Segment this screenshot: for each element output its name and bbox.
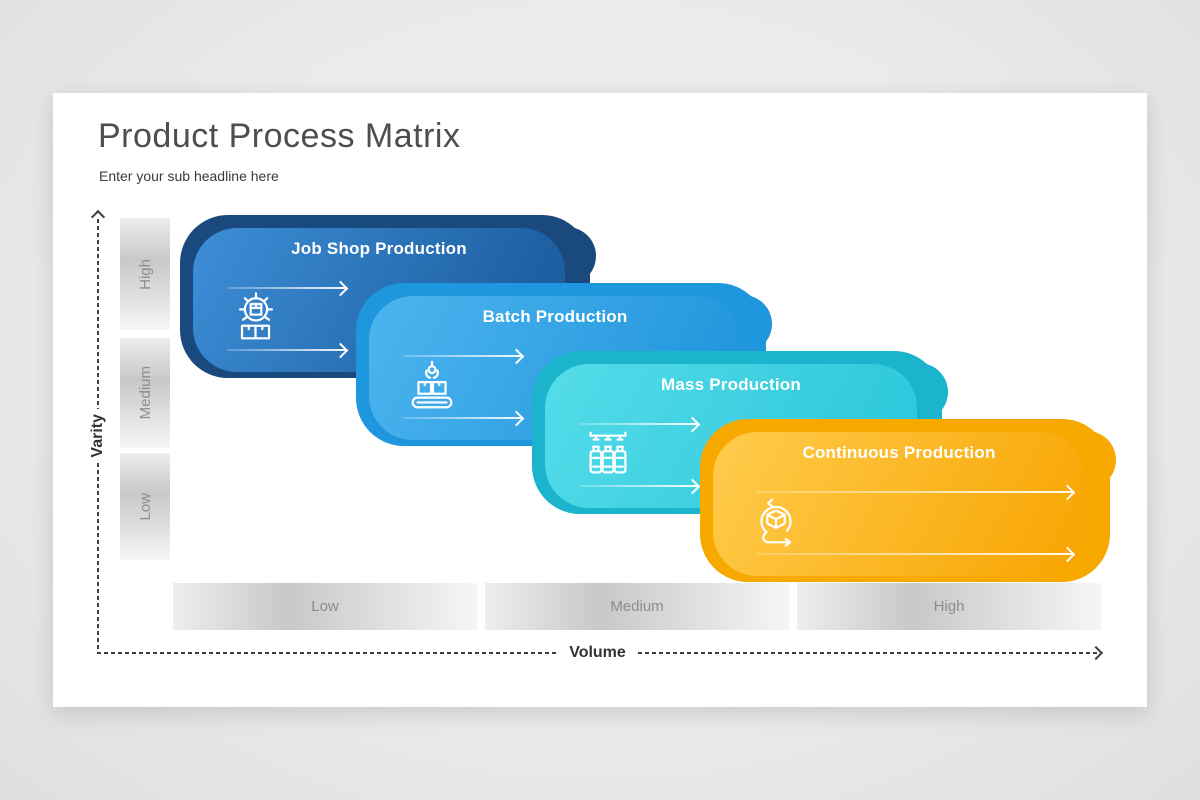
card-front-shape: Continuous Production bbox=[713, 432, 1085, 576]
flow-arrow-icon bbox=[403, 417, 521, 419]
arrow-up-icon bbox=[90, 209, 106, 225]
card-title: Job Shop Production bbox=[291, 239, 467, 258]
flow-arrow-icon bbox=[227, 287, 345, 289]
page-title: Product Process Matrix bbox=[98, 117, 461, 155]
x-tick-low: Low bbox=[173, 583, 477, 630]
card-continuous-production: Continuous Production bbox=[700, 419, 1116, 582]
gear-boxes-icon bbox=[225, 291, 287, 347]
cycle-box-icon bbox=[745, 495, 807, 551]
y-tick-low: Low bbox=[120, 453, 170, 560]
flow-arrow-icon bbox=[579, 423, 697, 425]
y-tick-high: High bbox=[120, 218, 170, 330]
y-axis-dashed-line bbox=[97, 219, 99, 410]
x-tick-high: High bbox=[797, 583, 1101, 630]
flow-arrow-icon bbox=[579, 485, 697, 487]
page-subtitle: Enter your sub headline here bbox=[99, 168, 279, 184]
x-tick-medium: Medium bbox=[485, 583, 789, 630]
card-title: Mass Production bbox=[661, 375, 801, 394]
x-axis-dashed-line bbox=[97, 652, 558, 654]
card-title: Batch Production bbox=[482, 307, 628, 326]
y-axis-label: Varity bbox=[89, 414, 106, 458]
arrow-right-icon bbox=[1088, 645, 1104, 661]
flow-arrow-icon bbox=[757, 491, 1072, 493]
y-axis: Varity bbox=[89, 209, 107, 653]
card-title: Continuous Production bbox=[802, 443, 996, 462]
x-axis: Volume bbox=[97, 644, 1104, 661]
flow-arrow-icon bbox=[757, 553, 1072, 555]
bottle-filling-icon bbox=[577, 427, 639, 483]
flow-arrow-icon bbox=[403, 355, 521, 357]
slide: Product Process Matrix Enter your sub he… bbox=[53, 93, 1147, 707]
x-axis-dashed-line bbox=[637, 652, 1099, 654]
claw-conveyor-icon bbox=[401, 359, 463, 415]
x-axis-label: Volume bbox=[569, 644, 626, 661]
y-axis-dashed-line bbox=[97, 462, 99, 653]
y-tick-medium: Medium bbox=[120, 338, 170, 448]
flow-arrow-icon bbox=[227, 349, 345, 351]
